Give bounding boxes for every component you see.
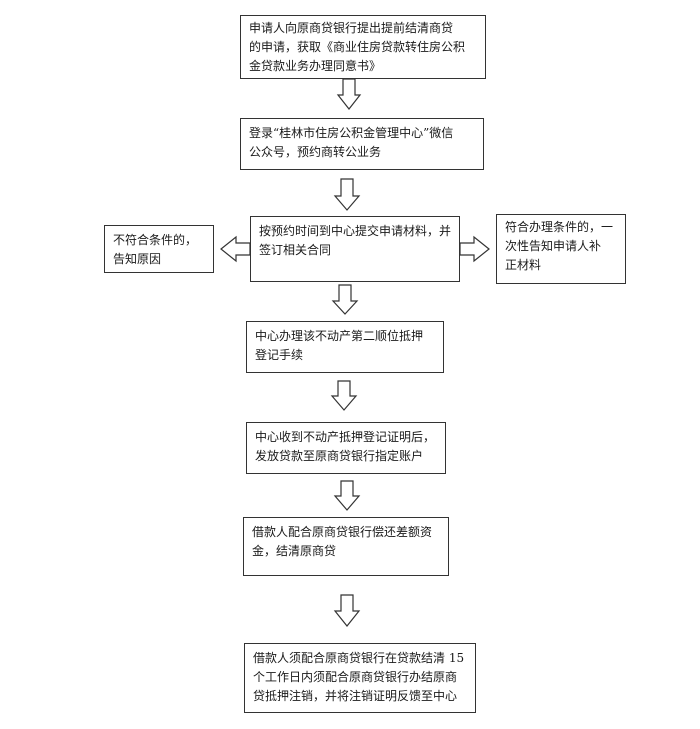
right-arrow-icon <box>459 235 490 263</box>
down-arrow-icon <box>330 380 358 411</box>
flow-step-repay-difference: 借款人配合原商贷银行偿还差额资 金，结清原商贷 <box>243 517 449 576</box>
flow-step-mortgage-registration: 中心办理该不动产第二顺位抵押 登记手续 <box>246 321 444 373</box>
down-arrow-icon <box>333 178 361 211</box>
flow-step-issue-loan: 中心收到不动产抵押登记证明后， 发放贷款至原商贷银行指定账户 <box>246 422 446 474</box>
flow-step-cancel-mortgage: 借款人须配合原商贷银行在贷款结清 15 个工作日内须配合原商贷银行办结原商 贷抵… <box>244 643 476 713</box>
flow-branch-supplement-materials: 符合办理条件的，一 次性告知申请人补 正材料 <box>496 214 626 284</box>
down-arrow-icon <box>331 284 359 315</box>
flow-branch-not-eligible: 不符合条件的， 告知原因 <box>104 225 214 273</box>
flow-step-wechat-reserve: 登录“桂林市住房公积金管理中心”微信 公众号，预约商转公业务 <box>240 118 484 170</box>
down-arrow-icon <box>333 594 361 627</box>
down-arrow-icon <box>336 78 362 110</box>
left-arrow-icon <box>220 235 251 263</box>
flow-step-apply-bank: 申请人向原商贷银行提出提前结清商贷 的申请，获取《商业住房贷款转住房公积 金贷款… <box>240 15 486 79</box>
flow-step-submit-materials: 按预约时间到中心提交申请材料，并 签订相关合同 <box>250 216 460 282</box>
down-arrow-icon <box>333 480 361 511</box>
